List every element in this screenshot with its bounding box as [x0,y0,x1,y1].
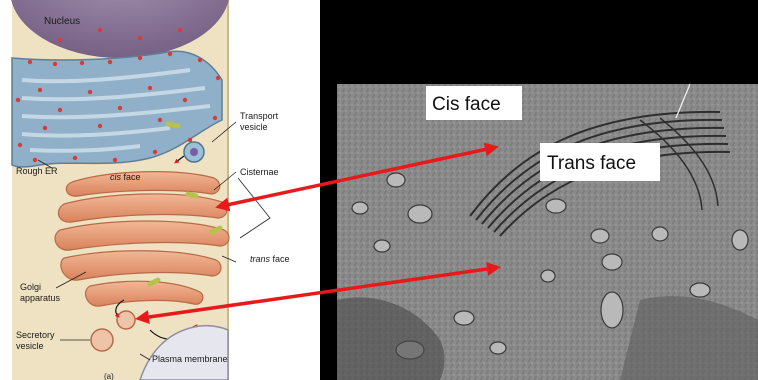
cis-face-micrograph-label: Cis face [432,94,501,115]
illustration-panel: Nucleus Transport vesicle Cisternae Roug… [0,0,320,380]
cisternae-label: Cisternae [240,167,279,177]
trans-face-label: trans face [250,254,290,264]
micrograph-panel: Cis face Trans face [337,84,758,380]
transport-vesicle-label-2: vesicle [240,122,268,132]
golgi-label-2: apparatus [20,293,61,303]
cis-face-label: cis face [110,172,141,182]
secretory-vesicle-label-1: Secretory [16,330,55,340]
trans-face-micrograph-label: Trans face [547,153,636,174]
plasma-membrane-label: Plasma membrane [152,354,228,364]
golgi-label-1: Golgi [20,282,41,292]
panel-letter: (a) [104,372,114,380]
nucleus-label: Nucleus [44,16,80,27]
secretory-vesicle-label-2: vesicle [16,341,44,351]
transport-vesicle-label-1: Transport [240,111,279,121]
secretory-vesicle-shape [91,329,113,351]
rough-er-label: Rough ER [16,166,58,176]
